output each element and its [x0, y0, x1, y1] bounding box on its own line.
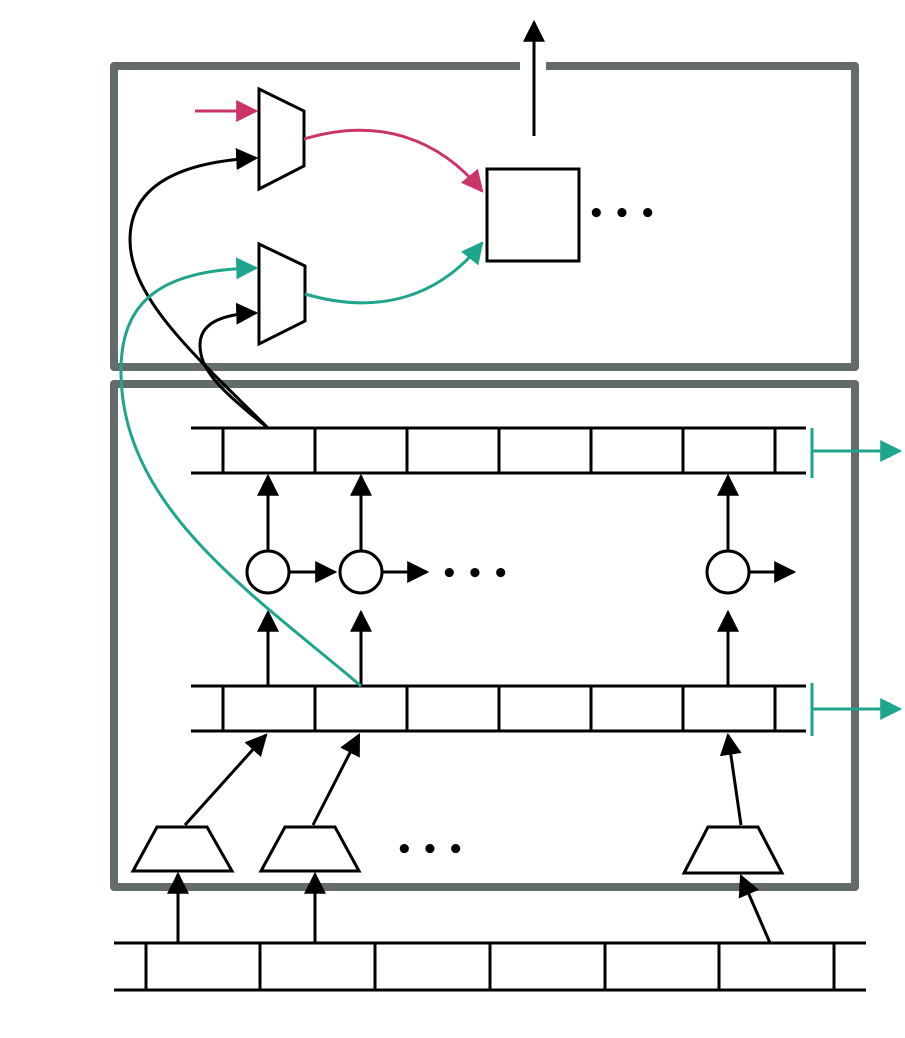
input-register [114, 941, 866, 992]
reducer-2 [258, 825, 362, 873]
top-frame [110, 62, 859, 371]
black-feedback-curve-lower [198, 302, 269, 430]
bottom-block: • • • • • • [110, 380, 903, 891]
teal-tap-upper [810, 428, 903, 478]
reducer-ellipsis: • • • [396, 835, 464, 865]
reducer-1 [130, 825, 235, 873]
register-lower [191, 684, 806, 733]
mux-lower [257, 241, 307, 347]
top-ellipsis: • • • [588, 199, 656, 229]
top-block: • • • [110, 19, 859, 371]
unit-1 [245, 549, 291, 595]
magenta-curve [303, 128, 484, 193]
black-feedback-curve-upper [128, 148, 270, 430]
input-to-reducer-3-arrow [738, 873, 772, 944]
reducer-3-arrow [719, 732, 743, 826]
reducer-1-arrow [183, 733, 268, 827]
reducer-2-arrow [311, 733, 361, 826]
teal-tap-lower [810, 683, 903, 736]
register-upper [191, 426, 806, 475]
bottom-frame [110, 380, 859, 891]
unit-3 [705, 549, 751, 595]
reducer-3 [681, 825, 785, 875]
mux-upper [257, 86, 306, 192]
teal-feedback-curve [119, 257, 362, 688]
unit-2 [338, 549, 384, 595]
teal-output-curve [304, 241, 484, 305]
square-node [485, 167, 581, 263]
middle-ellipsis: • • • [441, 559, 509, 589]
